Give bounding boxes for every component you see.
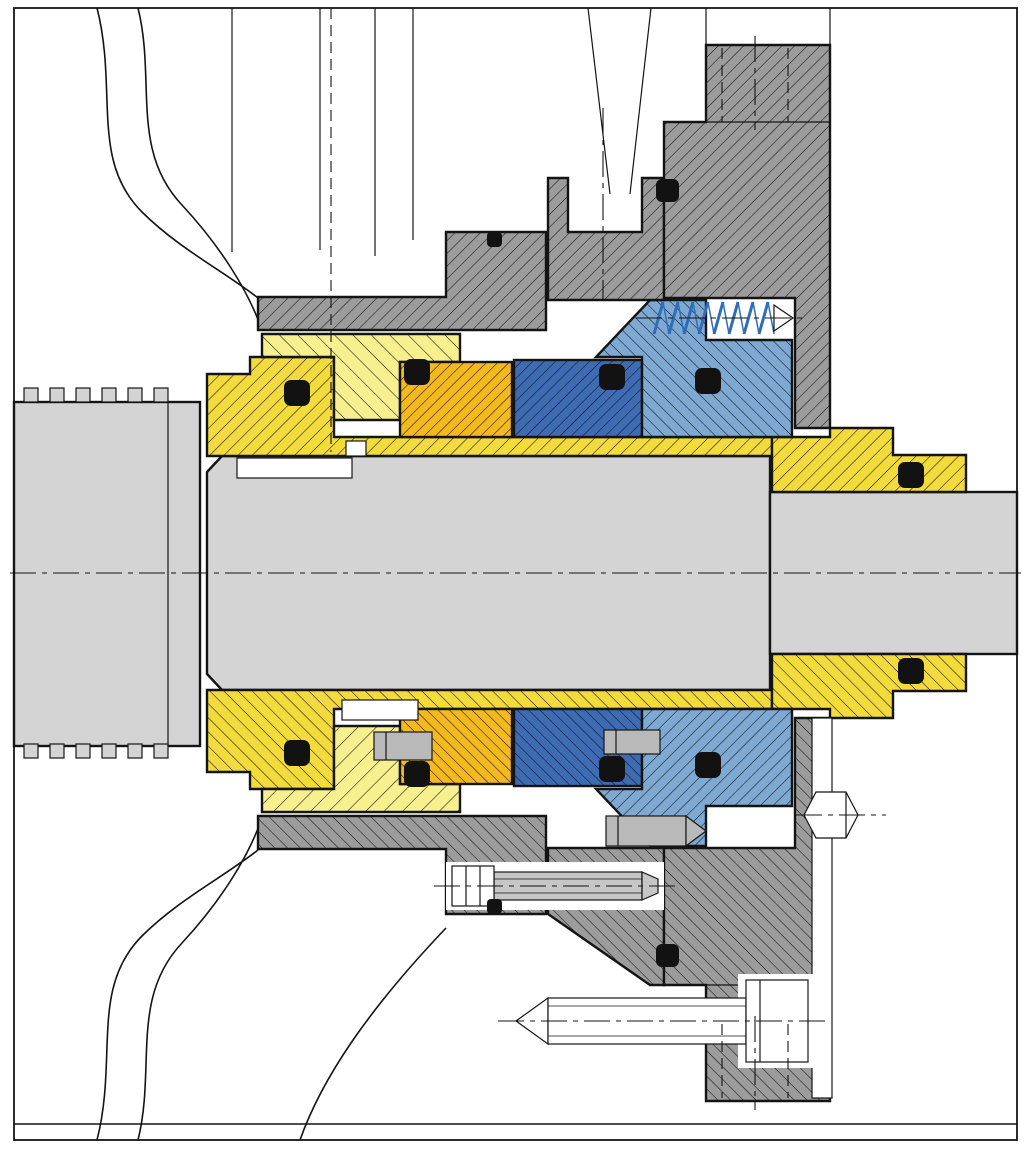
o-ring [404,761,430,787]
o-ring-group [284,179,924,967]
shaft-key [236,457,353,479]
seat-ring-upper [398,360,514,439]
o-ring [284,740,310,766]
pump-housing-outline [96,7,447,1141]
stud-projection-line [587,7,611,195]
gland-plate-upper [662,43,832,430]
stud-projection-line [629,7,652,195]
housing-curve-bottom-inner [137,817,263,1141]
o-ring [695,368,721,394]
spline-tooth [23,743,39,759]
seat-ring-group [398,360,514,786]
spline-tooth [127,743,143,759]
housing-curve-bottom-outer [96,849,259,1141]
housing-curve-bottom-center [299,927,447,1141]
spline-teeth-top [23,387,169,403]
shaft-sleeve-group [205,355,968,791]
spline-tooth [75,387,91,403]
drawing-frame [13,7,1018,1141]
seal-pin [487,232,502,247]
o-ring [599,364,625,390]
o-ring [898,462,924,488]
spline-tooth [101,743,117,759]
spline-tooth [101,387,117,403]
stud-clamp-upper [546,176,666,302]
o-ring [599,756,625,782]
o-ring [404,359,430,385]
spline-tooth [127,387,143,403]
drive-pin [373,731,433,761]
set-screw-group [341,699,707,848]
sleeve-notch [345,440,367,457]
seal-pin [656,179,679,202]
set-screw-tip [685,814,707,848]
o-ring [284,380,310,406]
construction-lines [10,7,1021,1110]
housing-curve-top-inner [137,7,263,331]
spline-tooth [49,743,65,759]
clamp-ring-upper [256,230,548,332]
seal-pin [656,944,679,967]
set-screw-upper-lower-blue [603,729,661,755]
housing-curve-top-outer [96,7,259,299]
spline-tooth [153,387,169,403]
spline-teeth-bottom [23,743,169,759]
o-ring [898,658,924,684]
set-screw-lower [605,815,687,847]
spring-retainer-upper [593,298,794,439]
spline-tooth [49,387,65,403]
spline-tooth [75,743,91,759]
spline-tooth [23,387,39,403]
frame-border [13,7,1018,1141]
drive-pin-slot [341,699,419,721]
o-ring [695,752,721,778]
splined-shaft-end [12,400,202,748]
seal-pin [487,899,502,914]
spline-tooth [153,743,169,759]
